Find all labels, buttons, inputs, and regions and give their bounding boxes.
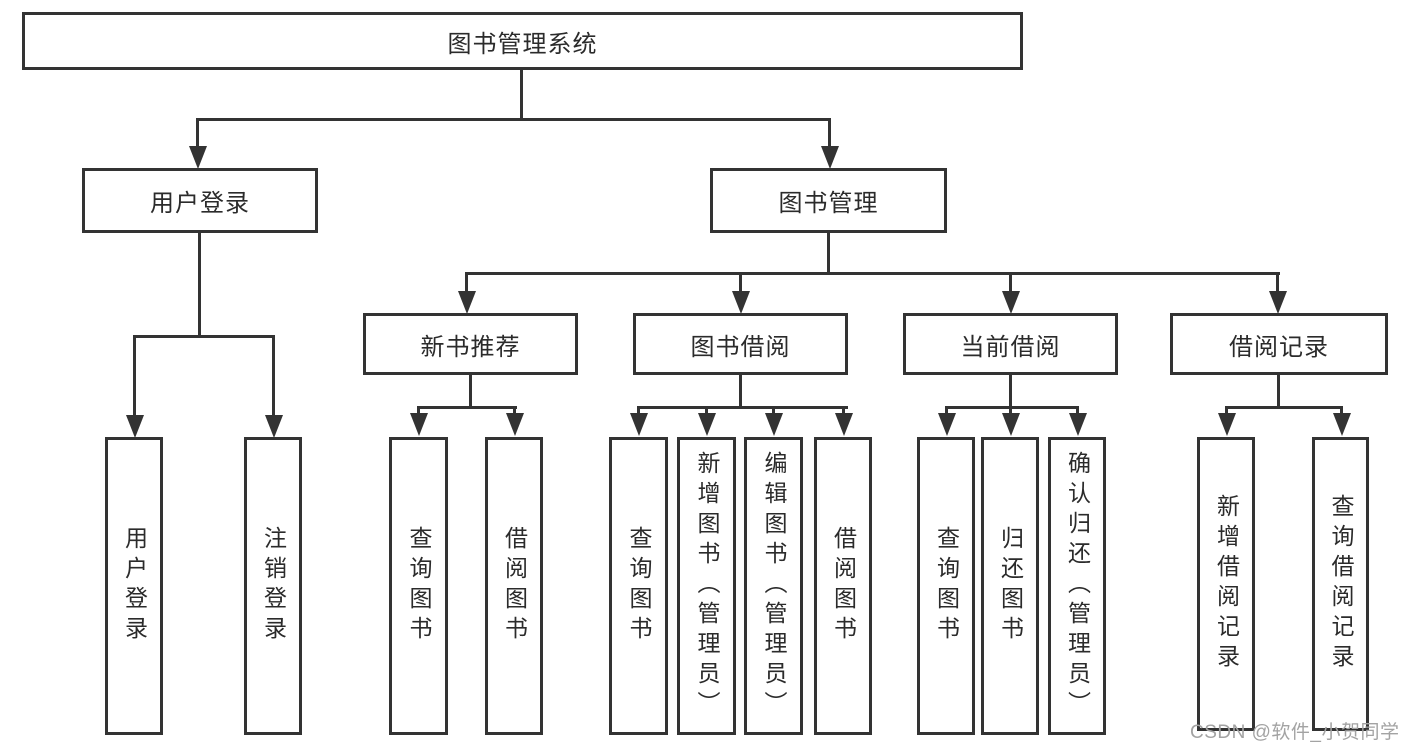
connector-root-hline — [197, 118, 831, 121]
arrow-bb-borrow — [835, 413, 853, 436]
arrow-br-add — [1218, 413, 1236, 436]
connector-cb-drop3 — [1076, 406, 1079, 415]
node-leaf-cb-return-books-label: 归还图书 — [997, 526, 1024, 646]
connector-drop-book-borrow — [739, 272, 742, 294]
node-leaf-cb-return-books: 归还图书 — [981, 437, 1039, 735]
arrow-br-query — [1333, 413, 1351, 436]
node-leaf-bb-edit-books: 编辑图书（管理员） — [744, 437, 803, 735]
connector-drop-book-mgmt — [828, 118, 831, 148]
connector-drop-new-book — [465, 272, 468, 294]
connector-br-hline — [1225, 406, 1343, 409]
node-leaf-bb-borrow-books: 借阅图书 — [814, 437, 872, 735]
arrow-bb-add — [698, 413, 716, 436]
node-leaf-bb-add-books: 新增图书（管理员） — [677, 437, 736, 735]
node-leaf-cb-query-books: 查询图书 — [917, 437, 975, 735]
node-leaf-logout-label: 注销登录 — [260, 526, 287, 646]
node-leaf-user-login-label: 用户登录 — [121, 526, 148, 646]
connector-nb-hline — [417, 406, 517, 409]
node-leaf-cb-confirm-return-label: 确认归还（管理员） — [1064, 451, 1091, 721]
connector-book-mgmt-hline — [465, 272, 1280, 275]
node-leaf-logout: 注销登录 — [244, 437, 302, 735]
connector-bb-drop2 — [705, 406, 708, 415]
node-leaf-bb-query-books-label: 查询图书 — [626, 526, 652, 646]
connector-user-login-hline — [133, 335, 275, 338]
arrow-book-mgmt — [821, 146, 839, 169]
connector-nb-drop1 — [417, 406, 420, 415]
arrow-current-borrow — [1002, 291, 1020, 314]
watermark: CSDN @软件_小贺同学 — [1190, 722, 1400, 743]
connector-drop-leaf-login — [133, 335, 136, 417]
node-current-borrow: 当前借阅 — [903, 313, 1118, 375]
node-user-login-label: 用户登录 — [150, 190, 250, 217]
arrow-bb-edit — [765, 413, 783, 436]
node-book-mgmt-label: 图书管理 — [778, 190, 879, 217]
node-borrow-records-label: 借阅记录 — [1229, 333, 1329, 361]
node-book-borrow: 图书借阅 — [633, 313, 848, 375]
connector-bb-drop1 — [637, 406, 640, 415]
connector-root-stem — [520, 70, 523, 121]
node-leaf-nb-query-books: 查询图书 — [389, 437, 448, 735]
connector-drop-borrow-records — [1276, 272, 1279, 294]
arrow-nb-borrow — [506, 413, 524, 436]
node-current-borrow-label: 当前借阅 — [960, 333, 1061, 361]
node-leaf-cb-confirm-return: 确认归还（管理员） — [1048, 437, 1106, 735]
connector-book-mgmt-stem — [827, 233, 830, 275]
arrow-book-borrow — [732, 291, 750, 314]
node-new-book-recommend: 新书推荐 — [363, 313, 578, 375]
node-leaf-nb-query-books-label: 查询图书 — [406, 526, 432, 646]
connector-br-stem — [1277, 375, 1280, 409]
connector-drop-user-login — [196, 118, 199, 148]
arrow-borrow-records — [1269, 291, 1287, 314]
connector-bb-hline — [637, 406, 848, 409]
node-leaf-nb-borrow-books: 借阅图书 — [485, 437, 543, 735]
arrow-cb-query — [938, 413, 956, 436]
arrow-user-login — [189, 146, 207, 169]
connector-cb-drop1 — [945, 406, 948, 415]
arrow-new-book — [458, 291, 476, 314]
connector-nb-stem — [469, 375, 472, 409]
connector-bb-stem — [739, 375, 742, 409]
arrow-cb-return — [1002, 413, 1020, 436]
arrow-leaf-logout — [265, 415, 283, 438]
node-root-label: 图书管理系统 — [447, 30, 598, 58]
connector-drop-current-borrow — [1009, 272, 1012, 294]
node-borrow-records: 借阅记录 — [1170, 313, 1388, 375]
connector-user-login-stem — [198, 233, 201, 338]
arrow-nb-query — [410, 413, 428, 436]
node-leaf-br-add-record: 新增借阅记录 — [1197, 437, 1255, 731]
node-book-borrow-label: 图书借阅 — [690, 333, 791, 361]
node-leaf-br-query-record: 查询借阅记录 — [1312, 437, 1369, 731]
arrow-bb-query — [630, 413, 648, 436]
connector-br-drop1 — [1225, 406, 1228, 415]
connector-cb-stem — [1009, 375, 1012, 409]
connector-nb-drop2 — [513, 406, 516, 415]
node-leaf-bb-add-books-label: 新增图书（管理员） — [694, 451, 720, 721]
node-leaf-bb-query-books: 查询图书 — [609, 437, 668, 735]
connector-bb-drop4 — [842, 406, 845, 415]
arrow-cb-confirm — [1069, 413, 1087, 436]
node-leaf-nb-borrow-books-label: 借阅图书 — [501, 526, 528, 646]
connector-br-drop2 — [1340, 406, 1343, 415]
node-root: 图书管理系统 — [22, 12, 1023, 70]
node-book-mgmt: 图书管理 — [710, 168, 947, 233]
node-leaf-br-add-record-label: 新增借阅记录 — [1213, 494, 1240, 674]
node-leaf-cb-query-books-label: 查询图书 — [933, 526, 960, 646]
connector-cb-drop2 — [1009, 406, 1012, 415]
connector-drop-leaf-logout — [272, 335, 275, 417]
arrow-leaf-login — [126, 415, 144, 438]
node-leaf-br-query-record-label: 查询借阅记录 — [1328, 494, 1354, 674]
node-leaf-user-login: 用户登录 — [105, 437, 163, 735]
node-user-login: 用户登录 — [82, 168, 318, 233]
node-leaf-bb-edit-books-label: 编辑图书（管理员） — [761, 451, 787, 721]
connector-cb-hline — [945, 406, 1079, 409]
node-leaf-bb-borrow-books-label: 借阅图书 — [830, 526, 857, 646]
node-new-book-recommend-label: 新书推荐 — [420, 333, 521, 361]
connector-bb-drop3 — [772, 406, 775, 415]
